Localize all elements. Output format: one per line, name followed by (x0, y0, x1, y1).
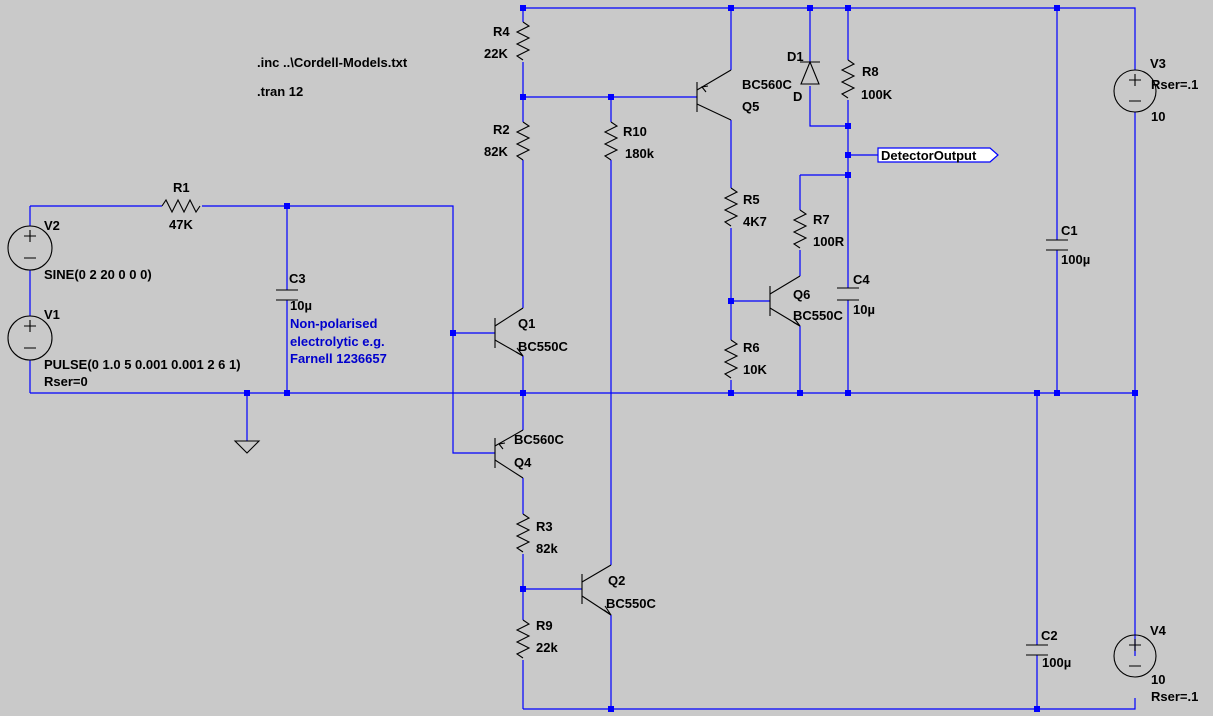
note-line-2: electrolytic e.g. (290, 334, 385, 349)
q5-name: Q5 (742, 99, 759, 114)
r9-value: 22k (536, 640, 558, 655)
d1-name: D1 (787, 49, 804, 64)
resistor-r4 (515, 21, 531, 61)
r1-value: 47K (169, 217, 193, 232)
q4-name: Q4 (514, 455, 532, 470)
v3-name: V3 (1150, 56, 1166, 71)
capacitor-c2 (1026, 644, 1048, 656)
c3-value: 10µ (290, 298, 312, 313)
resistor-r8 (840, 59, 856, 99)
ground-symbol (233, 440, 261, 454)
transistor-q6 (769, 275, 801, 327)
v2-name: V2 (44, 218, 60, 233)
resistor-r6 (723, 339, 739, 379)
d1-value: D (793, 89, 802, 104)
r2-value: 82K (484, 144, 508, 159)
junction-dots (244, 5, 1138, 712)
c4-value: 10µ (853, 302, 875, 317)
c3-name: C3 (289, 271, 306, 286)
r5-value: 4K7 (743, 214, 767, 229)
net-label-detector-output: DetectorOutput (877, 147, 999, 163)
transistor-q5 (696, 69, 732, 121)
v3-rser: Rser=.1 (1151, 77, 1198, 92)
v4-name: V4 (1150, 623, 1167, 638)
transistor-q2 (581, 564, 612, 616)
capacitor-c4 (837, 287, 859, 301)
r6-value: 10K (743, 362, 767, 377)
resistor-r1 (161, 198, 201, 214)
diode-d1 (800, 60, 820, 85)
voltage-source-v3 (1113, 69, 1157, 113)
q2-name: Q2 (608, 573, 625, 588)
c2-value: 100µ (1042, 655, 1071, 670)
v1-name: V1 (44, 307, 60, 322)
r7-value: 100R (813, 234, 845, 249)
voltage-source-v4 (1113, 634, 1157, 678)
note-line-3: Farnell 1236657 (290, 351, 387, 366)
resistor-r7 (792, 209, 808, 249)
c4-name: C4 (853, 272, 870, 287)
capacitor-c3 (276, 289, 298, 301)
r2-name: R2 (493, 122, 510, 137)
resistor-r2 (515, 121, 531, 161)
transistor-q1 (494, 307, 524, 357)
r5-name: R5 (743, 192, 760, 207)
r9-name: R9 (536, 618, 553, 633)
q4-value: BC560C (514, 432, 564, 447)
resistor-r10 (603, 121, 619, 161)
v3-value: 10 (1151, 109, 1165, 124)
resistor-r9 (515, 619, 531, 659)
r3-name: R3 (536, 519, 553, 534)
c1-value: 100µ (1061, 252, 1090, 267)
q6-value: BC550C (793, 308, 843, 323)
c2-name: C2 (1041, 628, 1058, 643)
r4-value: 22K (484, 46, 508, 61)
r4-name: R4 (493, 24, 510, 39)
r10-value: 180k (625, 146, 655, 161)
r3-value: 82k (536, 541, 558, 556)
note-line-1: Non-polarised (290, 316, 377, 331)
q1-value: BC550C (518, 339, 568, 354)
r7-name: R7 (813, 212, 830, 227)
resistor-r3 (515, 513, 531, 553)
c1-name: C1 (1061, 223, 1078, 238)
q5-value: BC560C (742, 77, 792, 92)
capacitor-c1 (1046, 239, 1068, 251)
resistor-r5 (723, 187, 739, 227)
r8-name: R8 (862, 64, 879, 79)
directive-tran: .tran 12 (257, 84, 303, 99)
r8-value: 100K (861, 87, 893, 102)
q6-name: Q6 (793, 287, 810, 302)
voltage-source-v1 (7, 315, 53, 361)
r6-name: R6 (743, 340, 760, 355)
v4-rser: Rser=.1 (1151, 689, 1198, 704)
v1-value: PULSE(0 1.0 5 0.001 0.001 2 6 1) (44, 357, 241, 372)
directive-include: .inc ..\Cordell-Models.txt (257, 55, 408, 70)
r1-name: R1 (173, 180, 190, 195)
q1-name: Q1 (518, 316, 535, 331)
v2-value: SINE(0 2 20 0 0 0) (44, 267, 152, 282)
voltage-source-v2 (7, 225, 53, 271)
transistor-q4 (494, 429, 524, 479)
q2-value: BC550C (606, 596, 656, 611)
v1-rser: Rser=0 (44, 374, 88, 389)
v4-value: 10 (1151, 672, 1165, 687)
r10-name: R10 (623, 124, 647, 139)
net-label-text: DetectorOutput (881, 148, 977, 163)
